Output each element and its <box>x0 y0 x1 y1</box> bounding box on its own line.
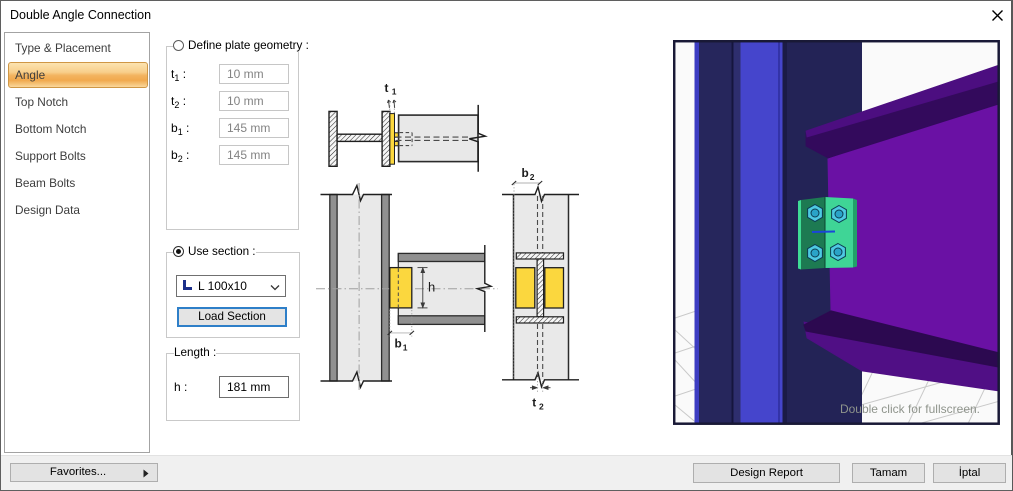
svg-text:2: 2 <box>530 172 535 182</box>
svg-text:1: 1 <box>403 343 408 353</box>
svg-text:b: b <box>395 337 402 351</box>
svg-text:b: b <box>522 166 529 180</box>
svg-text:t: t <box>532 396 536 410</box>
svg-text:t: t <box>385 81 389 95</box>
svg-text:1: 1 <box>392 87 397 97</box>
svg-text:h: h <box>428 280 435 295</box>
svg-text:Double click for fullscreen.: Double click for fullscreen. <box>840 402 980 416</box>
svg-text:2: 2 <box>539 402 544 412</box>
